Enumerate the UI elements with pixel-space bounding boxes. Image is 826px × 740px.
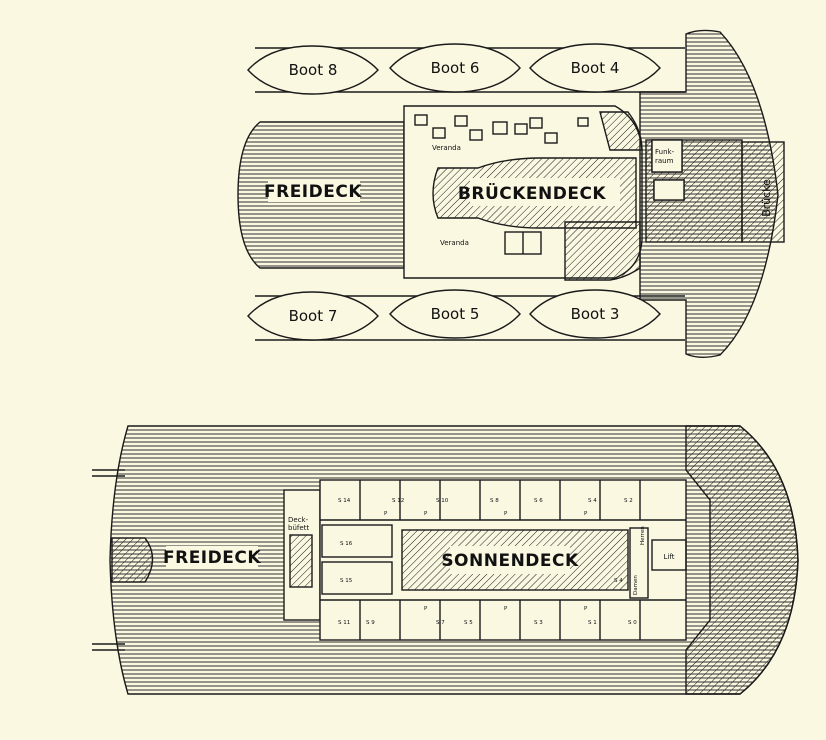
- label-veranda-top: Veranda: [432, 144, 461, 152]
- cabin-label: P: [424, 606, 428, 612]
- boat-5: [389, 289, 521, 339]
- upper-hatched-area: [564, 221, 641, 281]
- cabin-label: S 16: [340, 541, 353, 547]
- lower-deck: [92, 425, 799, 695]
- boat-7: [247, 291, 379, 341]
- boat-8: [247, 45, 379, 95]
- label-herren: Herren: [640, 526, 646, 545]
- cabin-label: P: [504, 606, 508, 612]
- cabins-top-dividers: [359, 480, 641, 520]
- cabin-label: P: [584, 511, 588, 517]
- cabin-label: S 12: [392, 498, 404, 504]
- cabin-label: S 14: [338, 498, 351, 504]
- bruecke-area: [741, 141, 785, 243]
- cabin-label: S 8: [490, 498, 499, 504]
- cabin-label: S 10: [436, 498, 449, 504]
- cabin-label: S 2: [624, 498, 633, 504]
- label-veranda-bottom: Veranda: [440, 239, 469, 247]
- cabin-label: S 6: [534, 498, 543, 504]
- veranda-tables: [414, 114, 589, 144]
- label-bruecke: Brücke: [760, 179, 773, 217]
- lower-bow-hatch: [685, 425, 799, 695]
- cabin-label: S 3: [534, 620, 543, 626]
- boat-6: [389, 43, 521, 93]
- boat-3: [529, 289, 661, 339]
- cabin-label: S 1: [588, 620, 597, 626]
- cabin-label: S 7: [436, 620, 445, 626]
- label-boot-3: Boot 3: [571, 305, 620, 323]
- label-boot-4: Boot 4: [571, 59, 620, 77]
- cabins-bottom-dividers: [359, 600, 641, 640]
- label-funkraum-1: Funk-: [655, 148, 675, 156]
- cabin-label: S 4: [588, 498, 597, 504]
- label-funkraum-2: raum: [655, 157, 674, 165]
- label-damen: Damen: [633, 575, 639, 595]
- label-boot-5: Boot 5: [431, 305, 480, 323]
- upper-deck: [237, 29, 785, 358]
- label-lower-freideck: FREIDECK: [163, 548, 261, 568]
- label-deckbuffet-1: Deck-: [288, 516, 309, 524]
- cabin-label: S 4: [614, 578, 623, 584]
- cabin-label: S 15: [340, 578, 353, 584]
- label-brueckendeck: BRÜCKENDECK: [458, 182, 607, 204]
- label-boot-7: Boot 7: [289, 307, 338, 325]
- label-boot-8: Boot 8: [289, 61, 338, 79]
- label-boot-6: Boot 6: [431, 59, 480, 77]
- cabin-label: S 0: [628, 620, 637, 626]
- cabin-label: P: [584, 606, 588, 612]
- lift: [651, 539, 687, 571]
- label-upper-freideck: FREIDECK: [264, 182, 362, 202]
- label-sonnendeck: SONNENDECK: [441, 551, 579, 571]
- stern-hatch: [111, 537, 154, 583]
- cabin-label: S 11: [338, 620, 350, 626]
- label-deckbuffet-2: büfett: [288, 524, 309, 532]
- cabin-label: P: [424, 511, 428, 517]
- cabin-label: P: [384, 511, 388, 517]
- cabin-label: S 9: [366, 620, 375, 626]
- boat-4: [529, 43, 661, 93]
- cabin-label: S 5: [464, 620, 473, 626]
- label-lift: Lift: [664, 553, 675, 561]
- cabin-label: P: [504, 511, 508, 517]
